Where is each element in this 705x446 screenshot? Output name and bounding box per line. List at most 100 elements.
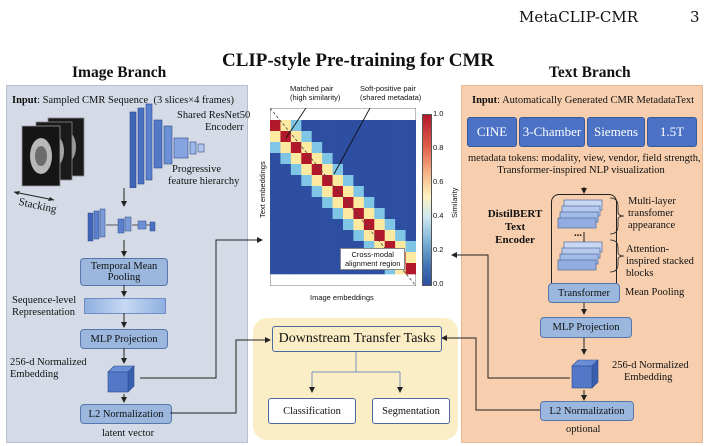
heatmap-cell bbox=[343, 230, 354, 242]
heatmap-cell bbox=[290, 131, 302, 143]
cmr-slice-front bbox=[21, 125, 61, 187]
similarity-xlabel: Image embeddings bbox=[310, 293, 374, 302]
temporal-pooling-line-2: Pooling bbox=[107, 272, 141, 283]
heatmap-cell bbox=[384, 120, 396, 132]
multilayer-line-1: Multi-layer bbox=[628, 196, 676, 207]
heatmap-cell bbox=[374, 175, 386, 187]
heatmap-cell bbox=[290, 252, 302, 264]
seq-rep-line-1: Sequence-level bbox=[12, 295, 77, 306]
heatmap-cell bbox=[343, 241, 354, 253]
heatmap-cell bbox=[280, 164, 292, 176]
attention-label: Attention- inspired stacked blocks bbox=[626, 244, 694, 280]
text-embedding-label: 256-d Normalized Embedding bbox=[612, 360, 689, 384]
heatmap-cell bbox=[280, 252, 292, 264]
heatmap-cell bbox=[395, 197, 406, 209]
heatmap-cell bbox=[311, 186, 323, 198]
heatmap-cell bbox=[405, 142, 416, 154]
heatmap-cell bbox=[332, 219, 344, 231]
heatmap-cell bbox=[374, 120, 386, 132]
heatmap-cell bbox=[301, 197, 313, 209]
heatmap-cell bbox=[301, 164, 313, 176]
heatmap-cell bbox=[311, 263, 323, 275]
heatmap-cell bbox=[290, 241, 302, 253]
heatmap-cell bbox=[280, 219, 292, 231]
heatmap-cell bbox=[301, 208, 313, 220]
heatmap-cell bbox=[311, 153, 323, 165]
image-input-text: Input: Sampled CMR Sequence (3 slices×4 … bbox=[12, 95, 234, 107]
heatmap-cell bbox=[301, 153, 313, 165]
distilbert-line-3: Encoder bbox=[495, 234, 535, 246]
heatmap-cell bbox=[405, 164, 416, 176]
heatmap-cell bbox=[384, 241, 396, 253]
heatmap-cell bbox=[384, 131, 396, 143]
similarity-ylabel: Text embeddings bbox=[258, 161, 267, 218]
heatmap-cell bbox=[322, 219, 333, 231]
encoder-label-line-1: Shared ResNet50 bbox=[177, 110, 251, 121]
text-transformer-box: Transformer bbox=[548, 283, 620, 303]
heatmap-cell bbox=[322, 175, 333, 187]
heatmap-cell bbox=[363, 131, 375, 143]
seq-rep-line-2: Representation bbox=[12, 307, 75, 318]
heatmap-cell bbox=[353, 208, 365, 220]
heatmap-cell bbox=[374, 131, 386, 143]
heatmap-cell bbox=[332, 230, 344, 242]
heatmap-cell bbox=[280, 230, 292, 242]
temporal-pooling-line-1: Temporal Mean bbox=[90, 261, 158, 272]
heatmap-cell bbox=[353, 186, 365, 198]
progressive-label: Progressive feature hierarchy bbox=[168, 164, 239, 188]
encoder-label-line-2: Encoderr bbox=[205, 122, 244, 133]
heatmap-cell bbox=[322, 142, 333, 154]
heatmap-cell bbox=[311, 208, 323, 220]
heatmap-cell bbox=[332, 186, 344, 198]
heatmap-cell bbox=[301, 230, 313, 242]
heatmap-cell bbox=[395, 186, 406, 198]
heatmap-cell bbox=[332, 120, 344, 132]
stacking-arrow bbox=[13, 191, 55, 201]
heatmap-cell bbox=[290, 186, 302, 198]
heatmap-cell bbox=[322, 241, 333, 253]
multilayer-line-2: transfomer bbox=[628, 208, 674, 219]
heatmap-cell bbox=[395, 153, 406, 165]
heatmap-cell bbox=[301, 241, 313, 253]
heatmap-cell bbox=[301, 263, 313, 275]
text-input-text: Input: Automatically Generated CMR Metad… bbox=[472, 95, 694, 107]
chip-modality: CINE bbox=[467, 117, 517, 147]
cross-modal-line-1: Cross-modal bbox=[351, 250, 394, 259]
heatmap-cell bbox=[290, 120, 302, 132]
optional-label: optional bbox=[566, 424, 601, 435]
tokens-line-2: Transformer-inspired NLP visualization bbox=[497, 165, 665, 176]
heatmap-cell bbox=[301, 219, 313, 231]
heatmap-cell bbox=[343, 120, 354, 132]
heatmap-cell bbox=[280, 142, 292, 154]
page-number: 3 bbox=[690, 8, 700, 26]
colorbar-tick: 1.0 bbox=[433, 109, 444, 118]
heatmap-cell bbox=[405, 230, 416, 242]
heatmap-cell bbox=[322, 252, 333, 264]
heatmap-cell bbox=[395, 120, 406, 132]
heatmap-cell bbox=[332, 197, 344, 209]
heatmap-cell bbox=[270, 219, 281, 231]
text-emb-line-2: Embedding bbox=[624, 372, 673, 383]
heatmap-cell bbox=[311, 252, 323, 264]
image-embedding-label: 256-d Normalized Embedding bbox=[10, 357, 87, 381]
heatmap-cell bbox=[343, 131, 354, 143]
distilbert-line-2: Text bbox=[504, 221, 526, 233]
heatmap-cell bbox=[384, 219, 396, 231]
heatmap-cell bbox=[290, 197, 302, 209]
heatmap-cell bbox=[374, 230, 386, 242]
heatmap-cell bbox=[405, 219, 416, 231]
heatmap-cell bbox=[301, 120, 313, 132]
heatmap-cell bbox=[353, 131, 365, 143]
heatmap-cell bbox=[270, 131, 281, 143]
heatmap-cell bbox=[343, 164, 354, 176]
figure-title: CLIP-style Pre-training for CMR bbox=[222, 50, 495, 71]
heatmap-cell bbox=[301, 252, 313, 264]
heatmap-cell bbox=[311, 120, 323, 132]
heatmap-cell bbox=[384, 208, 396, 220]
layer-stack-bottom bbox=[557, 241, 603, 271]
chip-vendor: Siemens bbox=[587, 117, 645, 147]
heatmap-cell bbox=[280, 153, 292, 165]
heatmap-cell bbox=[363, 153, 375, 165]
heatmap-cell bbox=[290, 263, 302, 275]
